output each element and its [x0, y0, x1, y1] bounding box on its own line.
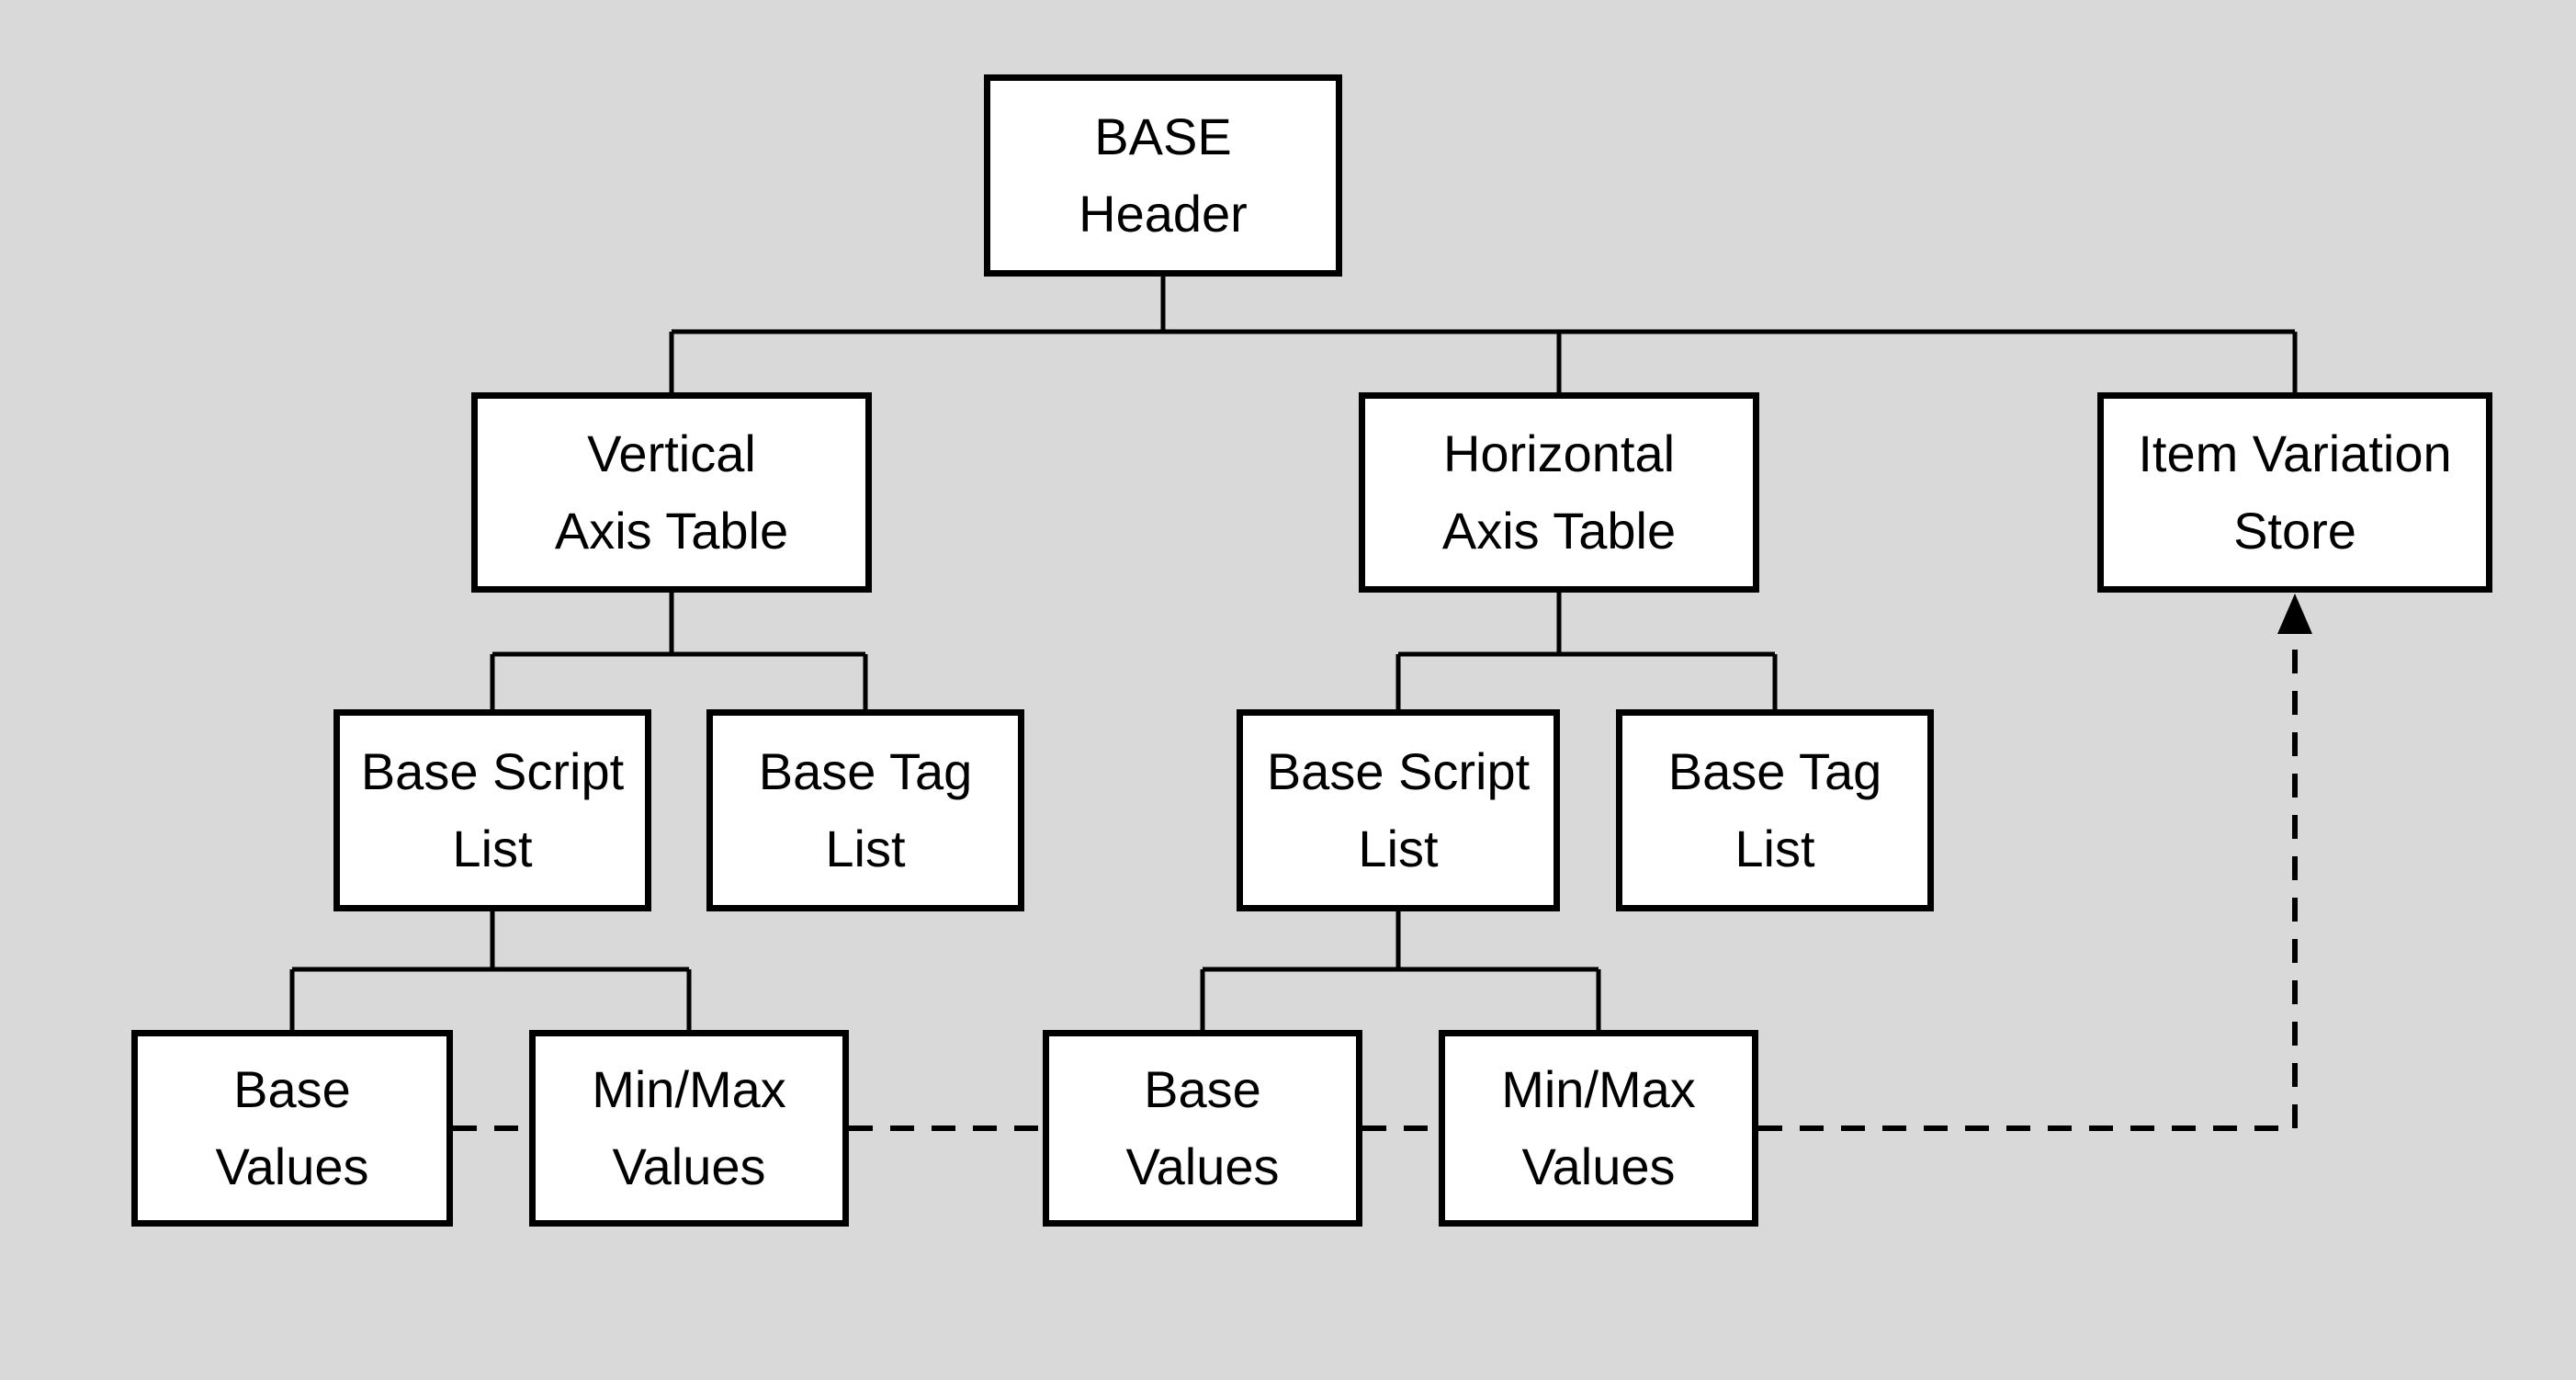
dashed-arrow-head-icon — [2277, 594, 2312, 634]
node-vertical-base-tag-list: Base Tag List — [706, 709, 1024, 911]
edge-horizontal-axis-children — [1395, 589, 1778, 709]
node-vertical-base-script-list: Base Script List — [333, 709, 651, 911]
node-vertical-axis-table: Vertical Axis Table — [471, 392, 872, 593]
node-base-header: BASE Header — [984, 74, 1342, 277]
node-horizontal-minmax-values: Min/Max Values — [1439, 1030, 1758, 1227]
node-item-variation-store: Item Variation Store — [2097, 392, 2492, 593]
node-horizontal-base-tag-list: Base Tag List — [1616, 709, 1934, 911]
node-horizontal-axis-table: Horizontal Axis Table — [1359, 392, 1759, 593]
edge-vertical-script-children — [289, 908, 692, 1030]
node-horizontal-base-script-list: Base Script List — [1237, 709, 1560, 911]
edge-vertical-axis-children — [490, 589, 868, 709]
edge-horizontal-script-children — [1200, 908, 1601, 1030]
edge-header-to-row2 — [669, 272, 2298, 392]
node-vertical-base-values: Base Values — [131, 1030, 453, 1227]
node-vertical-minmax-values: Min/Max Values — [529, 1030, 849, 1227]
node-horizontal-base-values: Base Values — [1043, 1030, 1362, 1227]
